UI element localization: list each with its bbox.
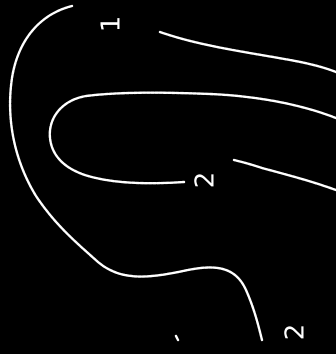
small-mark-line [176, 336, 178, 340]
contour-label-2-middle: 2 [191, 172, 221, 189]
contour-label-1: 1 [97, 16, 127, 33]
outer-contour-line [10, 6, 262, 340]
lower-right-contour-line [234, 160, 336, 190]
inner-loop-contour-line [50, 93, 336, 184]
contour-label-2-bottom: 2 [281, 324, 311, 341]
upper-right-contour-line [160, 32, 336, 72]
